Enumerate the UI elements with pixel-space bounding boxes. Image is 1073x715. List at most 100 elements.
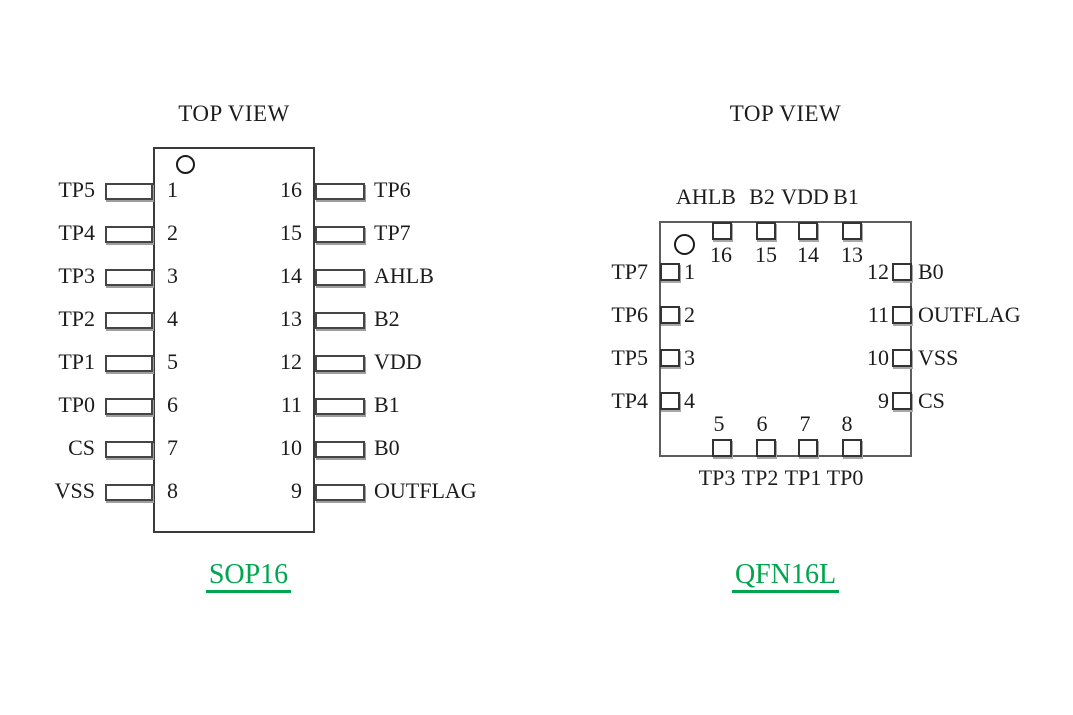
sop16-package-body: [153, 147, 315, 533]
pin-number: 7: [167, 435, 178, 460]
pin-number: 13: [841, 242, 863, 267]
sop16-pin-row-3-14: TP3 3 14 AHLB: [0, 263, 1073, 288]
pin-pad: [842, 222, 862, 240]
pin-number: 12: [280, 349, 302, 374]
pin-lead: [315, 312, 365, 329]
pin-number: 13: [280, 306, 302, 331]
sop16-caption: SOP16: [168, 560, 329, 594]
pin-number: 16: [710, 242, 732, 267]
pin-label: CS: [918, 388, 945, 413]
pin-lead: [315, 226, 365, 243]
pin-pad: [660, 349, 680, 367]
pin-label: TP0: [58, 392, 95, 417]
pin-number: 8: [841, 411, 853, 436]
pin-number: 6: [756, 411, 768, 436]
pin-pad: [798, 439, 818, 457]
pin-lead: [105, 355, 153, 372]
pin-label: TP6: [611, 302, 648, 327]
pin-number: 8: [167, 478, 178, 503]
pin-lead: [315, 269, 365, 286]
pin-label: B1: [833, 184, 859, 209]
pin-number: 4: [684, 388, 695, 413]
pin-pad: [756, 439, 776, 457]
pin-label: VDD: [374, 349, 422, 374]
pin-pad: [892, 349, 912, 367]
pin-lead: [105, 398, 153, 415]
sop16-pin-row-2-15: TP4 2 15 TP7: [0, 220, 1073, 245]
pin-number: 5: [167, 349, 178, 374]
pin-lead: [315, 441, 365, 458]
sop16-pin-row-1-16: TP5 1 16 TP6: [0, 177, 1073, 202]
pin-lead: [105, 226, 153, 243]
pin-number: 15: [755, 242, 777, 267]
pin-number: 12: [867, 259, 889, 284]
qfn16l-package-body: [659, 221, 912, 457]
pin-number: 14: [280, 263, 302, 288]
pin-number: 11: [867, 302, 889, 327]
pin-lead: [105, 183, 153, 200]
pin-number: 2: [167, 220, 178, 245]
pin-label: B2: [374, 306, 400, 331]
qfn16l-pin-row-2-11: TP6 2 11 OUTFLAG: [0, 302, 1073, 327]
qfn16l-pin1-indicator-icon: [674, 234, 695, 255]
pin-number: 10: [280, 435, 302, 460]
pin-label: AHLB: [374, 263, 434, 288]
pin-label: TP5: [58, 177, 95, 202]
pin-label: TP0: [826, 465, 864, 490]
qfn16l-top-view-title: TOP VIEW: [729, 101, 842, 126]
pin-label: B0: [374, 435, 400, 460]
pin-label: B1: [374, 392, 400, 417]
pin-pad: [660, 392, 680, 410]
pin-label: TP1: [58, 349, 95, 374]
pin-lead: [315, 183, 365, 200]
pin-number: 5: [713, 411, 725, 436]
pin-lead: [105, 269, 153, 286]
sop16-pin-row-7-10: CS 7 10 B0: [0, 435, 1073, 460]
pin-label: TP6: [374, 177, 411, 202]
pin-number: 4: [167, 306, 178, 331]
pin-number: 3: [167, 263, 178, 288]
sop16-package-name: SOP16: [205, 560, 292, 593]
pin-pad: [756, 222, 776, 240]
pin-pad: [892, 392, 912, 410]
sop16-pin-row-6-11: TP0 6 11 B1: [0, 392, 1073, 417]
sop16-top-view-title: TOP VIEW: [178, 101, 290, 126]
pin-pad: [892, 263, 912, 281]
pin-label: TP2: [58, 306, 95, 331]
pin-number: 9: [291, 478, 302, 503]
pin-label: VSS: [54, 478, 95, 503]
sop16-pin-row-4-13: TP2 4 13 B2: [0, 306, 1073, 331]
pin-pad: [660, 306, 680, 324]
pin-number: 1: [167, 177, 178, 202]
pin-number: 9: [878, 388, 889, 413]
pin-lead: [105, 441, 153, 458]
pin-label: TP1: [784, 465, 822, 490]
pin-lead: [105, 312, 153, 329]
pin-lead: [105, 484, 153, 501]
sop16-pin1-indicator-icon: [176, 155, 195, 174]
pin-label: TP7: [611, 259, 648, 284]
pin-number: 1: [684, 259, 695, 284]
pin-label: B0: [918, 259, 944, 284]
pin-pad: [892, 306, 912, 324]
pin-lead: [315, 355, 365, 372]
qfn16l-caption: QFN16L: [659, 560, 912, 594]
pin-number: 14: [797, 242, 819, 267]
pin-lead: [315, 484, 365, 501]
pin-lead: [315, 398, 365, 415]
pin-number: 10: [867, 345, 889, 370]
pin-pad: [712, 222, 732, 240]
pin-label: VDD: [781, 184, 829, 209]
pin-label: TP3: [698, 465, 736, 490]
pin-label: TP3: [58, 263, 95, 288]
qfn16l-pin-row-1-12: TP7 1 12 B0: [0, 259, 1073, 284]
pin-pad: [712, 439, 732, 457]
pin-pad: [798, 222, 818, 240]
qfn16l-package-name: QFN16L: [731, 560, 840, 593]
pin-label: TP4: [611, 388, 648, 413]
pin-number: 2: [684, 302, 695, 327]
pin-pad: [660, 263, 680, 281]
pin-label: VSS: [918, 345, 959, 370]
pin-number: 7: [799, 411, 811, 436]
